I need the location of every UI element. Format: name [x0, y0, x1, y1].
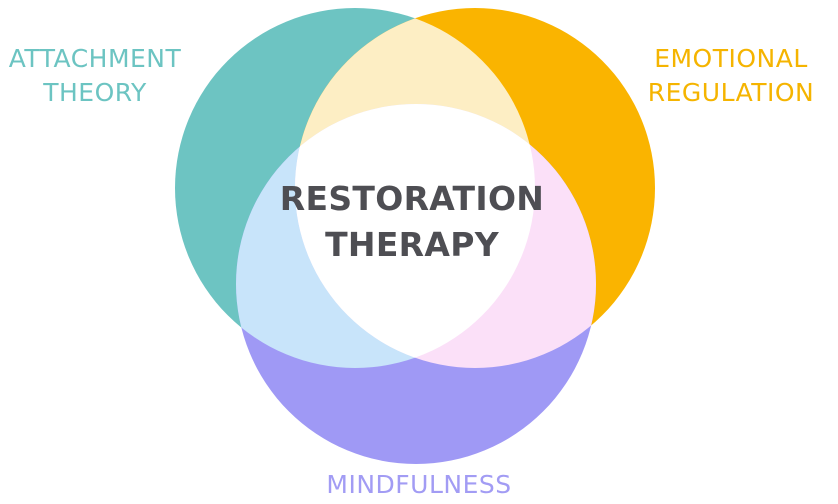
emotional-regulation-label: EMOTIONAL REGULATION — [638, 42, 824, 110]
center-overlap — [295, 104, 535, 368]
emotional-regulation-line1: EMOTIONAL — [654, 44, 808, 73]
center-title-line2: THERAPY — [325, 225, 499, 264]
attachment-theory-line2: THEORY — [43, 78, 147, 107]
attachment-theory-label: ATTACHMENT THEORY — [2, 42, 188, 110]
mindfulness-label: MINDFULNESS — [290, 468, 548, 502]
attachment-theory-line1: ATTACHMENT — [8, 44, 182, 73]
center-title-line1: RESTORATION — [279, 179, 545, 218]
mindfulness-line1: MINDFULNESS — [326, 470, 512, 499]
emotional-regulation-line2: REGULATION — [647, 78, 815, 107]
center-title: RESTORATION THERAPY — [262, 176, 562, 268]
